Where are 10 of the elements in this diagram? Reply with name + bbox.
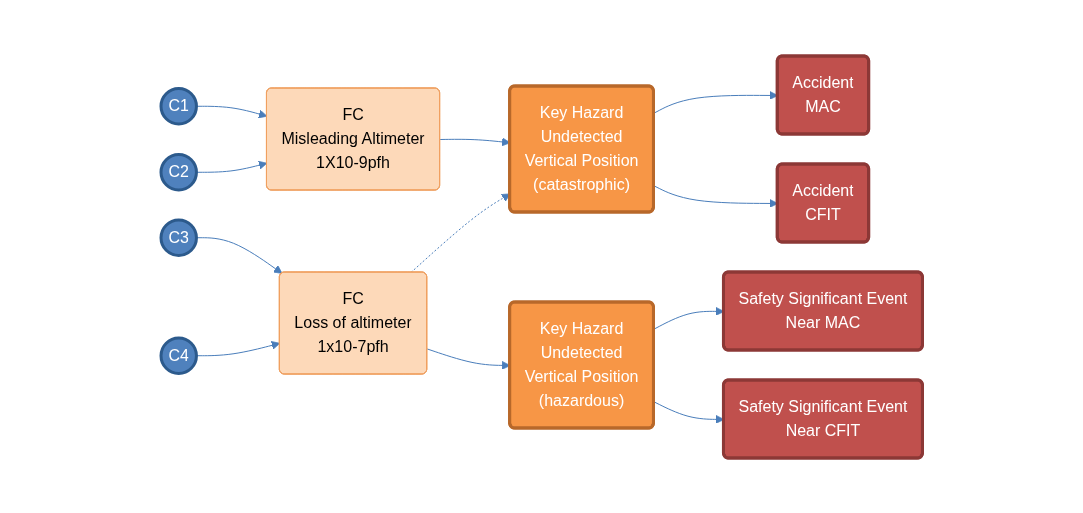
arrow: [195, 340, 280, 356]
node-circle: C1: [159, 86, 198, 125]
arrow: [195, 105, 268, 118]
node-circle: C2: [159, 152, 198, 191]
node-circle: C4: [159, 336, 198, 375]
arrow: [653, 90, 778, 114]
arrow: [195, 236, 283, 274]
node-circle: C3: [159, 218, 198, 257]
arrow: [653, 184, 778, 208]
arrow: [195, 160, 268, 173]
